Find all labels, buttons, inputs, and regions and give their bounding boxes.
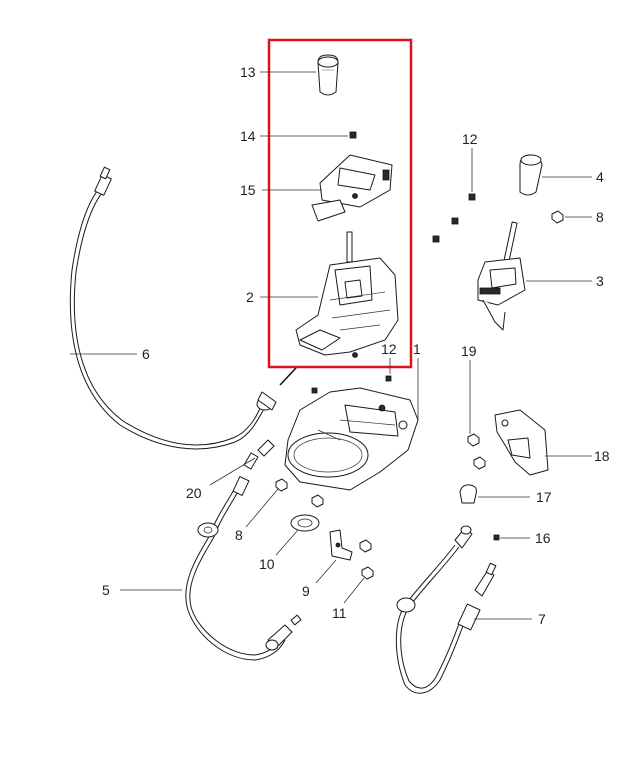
callout-12-top: 12: [462, 131, 478, 147]
part-6-cable[interactable]: [69, 166, 297, 450]
callout-1: 1: [413, 341, 421, 357]
callout-11: 11: [332, 605, 347, 621]
callout-13: 13: [240, 64, 256, 80]
part-4-shift-knob[interactable]: [519, 154, 543, 196]
callout-14: 14: [240, 128, 256, 144]
callout-18: 18: [594, 448, 610, 464]
highlight-box: [267, 38, 413, 369]
part-12-nuts[interactable]: [432, 193, 476, 243]
callout-16: 16: [535, 530, 551, 546]
callout-20: 20: [186, 485, 202, 501]
callout-12-lower: 12: [381, 341, 397, 357]
part-17-clip[interactable]: [459, 484, 477, 504]
part-11-bolts[interactable]: [359, 539, 374, 580]
part-7-cable[interactable]: [395, 525, 497, 694]
part-12-nut-lower[interactable]: [311, 375, 392, 394]
leader-lines: [70, 71, 592, 620]
part-3-shifter-assembly[interactable]: [477, 221, 526, 331]
part-2-shifter-assembly[interactable]: [295, 231, 399, 358]
part-18-bracket[interactable]: [494, 409, 549, 476]
callout-8-right: 8: [596, 209, 604, 225]
part-14-screw[interactable]: [349, 131, 357, 139]
callout-5: 5: [102, 582, 110, 598]
part-16-screw[interactable]: [493, 534, 500, 541]
callout-15: 15: [240, 182, 256, 198]
callout-19: 19: [461, 343, 477, 359]
part-10-grommet[interactable]: [290, 514, 320, 532]
part-19-bolts[interactable]: [467, 433, 486, 470]
part-5-cable[interactable]: [185, 476, 302, 661]
part-15-bezel[interactable]: [311, 154, 393, 222]
part-13-shift-knob[interactable]: [317, 54, 339, 96]
callout-4: 4: [596, 169, 604, 185]
callout-8-left: 8: [235, 527, 243, 543]
callout-17: 17: [536, 489, 552, 505]
part-8-nut-right[interactable]: [551, 210, 564, 224]
callout-9: 9: [302, 583, 310, 599]
callout-2: 2: [246, 289, 254, 305]
callout-10: 10: [259, 556, 275, 572]
callout-6: 6: [142, 346, 150, 362]
callout-labels: 13 14 15 2 12 4 8 3 6 12 1 19 18 20 17 8…: [102, 64, 610, 627]
callout-3: 3: [596, 273, 604, 289]
callout-7: 7: [538, 611, 546, 627]
part-1-base-bracket[interactable]: [284, 387, 419, 491]
part-20-cable-end[interactable]: [243, 439, 275, 470]
part-9-bracket[interactable]: [329, 529, 353, 561]
part-8-nuts-left[interactable]: [275, 478, 324, 508]
